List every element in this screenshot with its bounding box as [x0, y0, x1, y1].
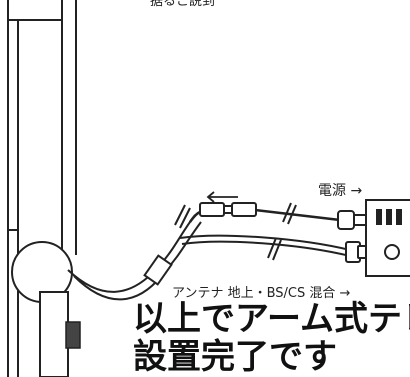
antenna-label: アンテナ 地上・BS/CS 混合 →	[172, 286, 351, 301]
extension-connector	[199, 202, 257, 217]
wall-post	[7, 0, 77, 377]
column-bracket	[65, 321, 81, 349]
antenna-plug	[345, 241, 369, 263]
cable-break-marks	[174, 202, 297, 261]
caption-line-2: 設置完了です	[133, 337, 337, 377]
power-label: 電源 →	[318, 183, 363, 199]
caption-line-1: 以上でアーム式テレ	[133, 299, 410, 339]
power-plug	[337, 210, 366, 230]
arm-column	[39, 291, 69, 377]
antenna-cable	[179, 234, 351, 257]
top-text-fragment: 据るこ説到	[150, 0, 216, 9]
cable-sleeve	[143, 254, 173, 286]
caption: 以上でアーム式テレ 設置完了です	[133, 300, 410, 376]
wall-outlet	[365, 199, 410, 277]
disconnect-arrow	[206, 191, 238, 203]
